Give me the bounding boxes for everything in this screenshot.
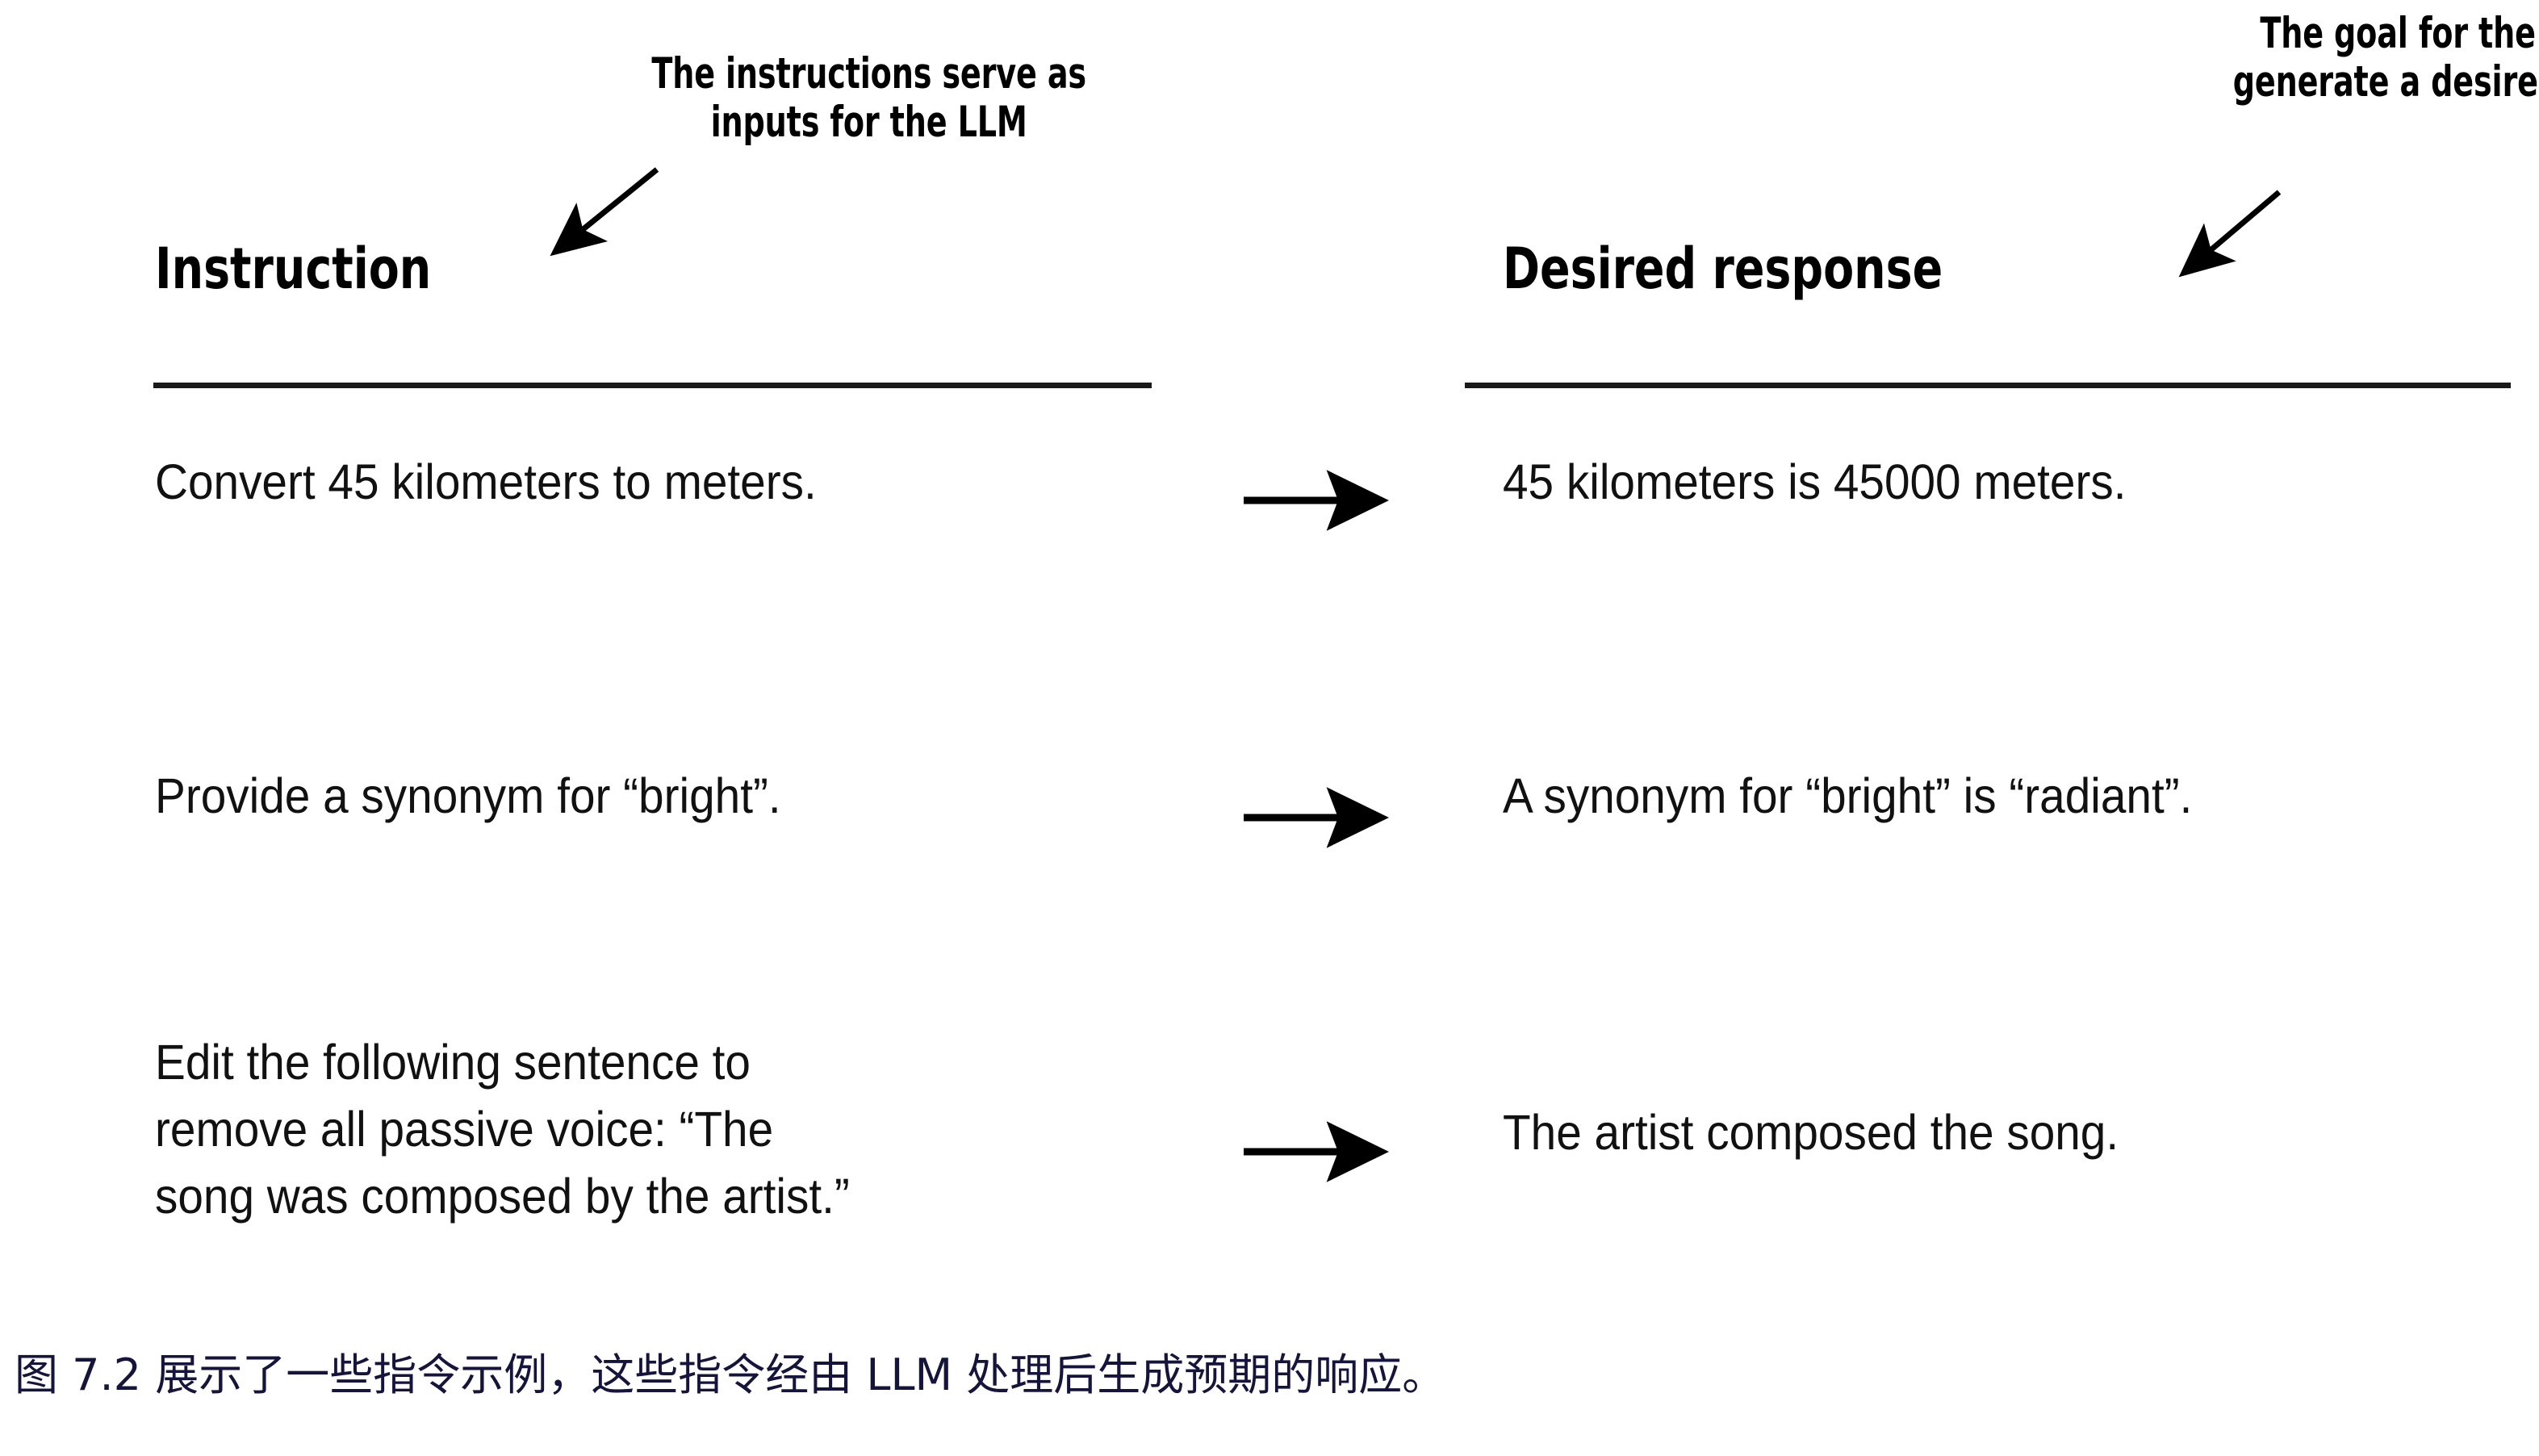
column-header-desired-response: Desired response: [1503, 236, 1943, 302]
instruction-callout: The instructions serve as inputs for the…: [651, 49, 1086, 148]
instruction-callout-arrow: [550, 167, 659, 257]
instruction-callout-line-1: The instructions serve as: [651, 49, 1086, 98]
response-callout-line-2: generate a desired response: [2232, 57, 2539, 107]
instruction-column-divider: [153, 383, 1152, 388]
instruction-callout-line-2: inputs for the LLM: [710, 98, 1027, 148]
response-cell-3: The artist composed the song.: [1503, 1105, 2119, 1160]
response-callout: The goal for the LLM is to generate a de…: [2232, 9, 2539, 107]
instruction-cell-1: Convert 45 kilometers to meters.: [155, 454, 817, 509]
response-callout-arrow: [2178, 190, 2282, 278]
column-header-instruction: Instruction: [155, 236, 432, 302]
response-cell-1: 45 kilometers is 45000 meters.: [1503, 454, 2127, 509]
response-column-divider: [1465, 383, 2511, 388]
figure-caption: 图 7.2 展示了一些指令示例，这些指令经由 LLM 处理后生成预期的响应。: [15, 1349, 1446, 1400]
instruction-cell-3: Edit the following sentence to remove al…: [155, 1035, 850, 1224]
instruction-cell-2: Provide a synonym for “bright”.: [155, 768, 781, 823]
response-callout-line-1: The goal for the LLM is to: [2260, 9, 2539, 58]
response-cell-2: A synonym for “bright” is “radiant”.: [1503, 768, 2193, 823]
